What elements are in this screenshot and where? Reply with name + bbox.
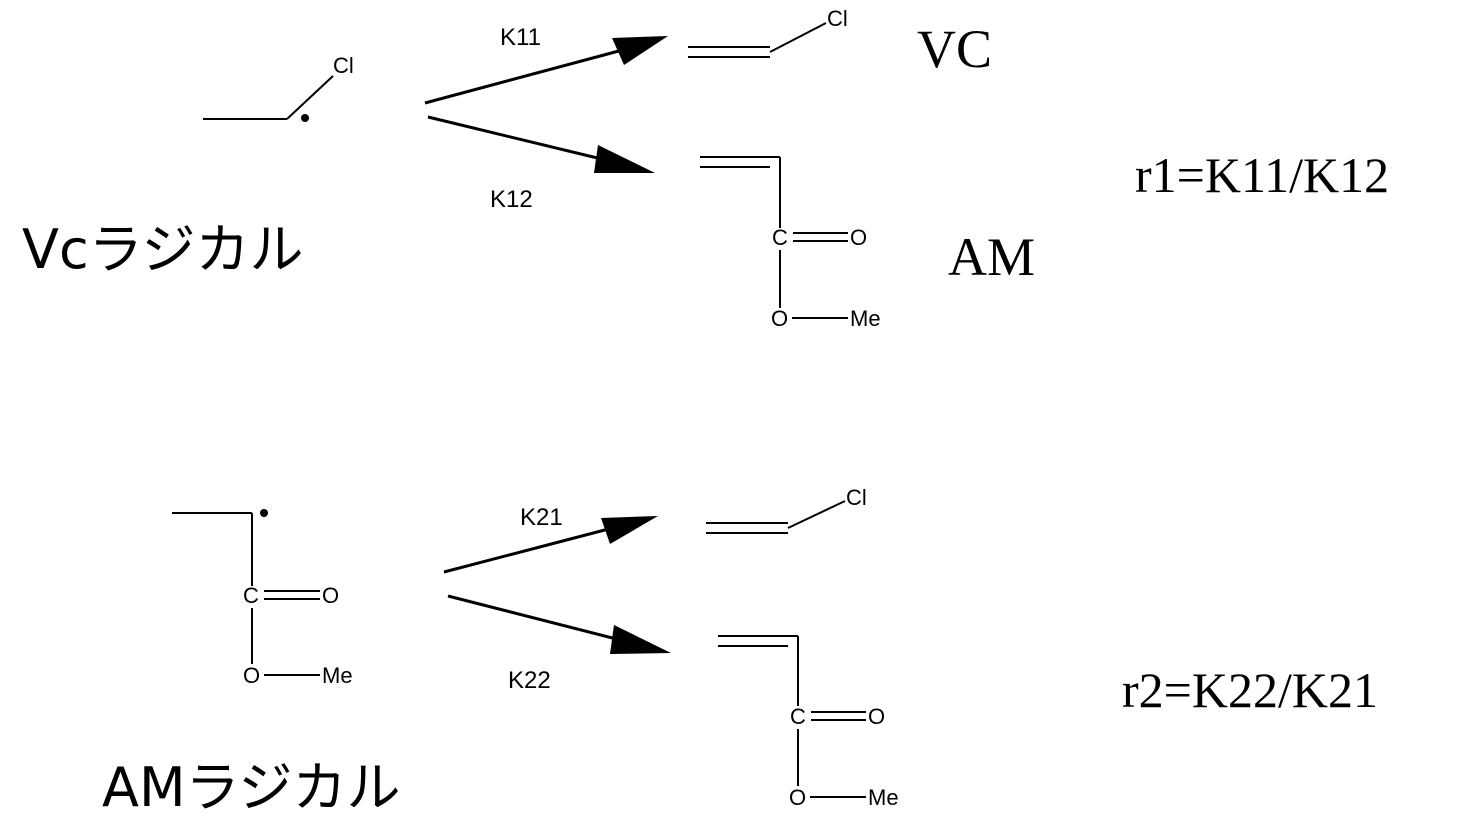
species-label-vc: VC [917, 19, 992, 79]
atom-label-o: O [322, 583, 339, 608]
atom-label-cl: Cl [333, 53, 354, 78]
arrow-k21 [443, 516, 658, 574]
bond [286, 75, 334, 120]
species-label-am: AM [948, 227, 1035, 287]
arrowhead [612, 36, 668, 65]
arrowhead [594, 145, 655, 173]
atom-label-me: Me [868, 785, 899, 810]
vc-radical-label: Vcラジカル [22, 218, 304, 281]
ratio-r2: r2=K22/K21 [1122, 662, 1378, 718]
rate-label-k21: K21 [520, 504, 563, 531]
am-radical-label: AMラジカル [102, 756, 400, 819]
radical-dot [301, 114, 309, 122]
vc-monomer-structure: Cl [706, 485, 867, 534]
vc-radical-structure: Cl [203, 53, 354, 122]
atom-label-o: O [771, 306, 788, 331]
atom-label-me: Me [850, 306, 881, 331]
atom-label-cl: Cl [846, 485, 867, 510]
arrow-k12 [427, 115, 655, 173]
atom-label-c: C [243, 583, 259, 608]
vc-monomer-structure: Cl [688, 6, 848, 58]
atom-label-o: O [868, 704, 885, 729]
am-monomer-structure: C O O Me [718, 635, 899, 810]
ratio-r1: r1=K11/K12 [1135, 147, 1389, 203]
atom-label-o: O [243, 663, 260, 688]
radical-dot [260, 509, 268, 517]
arrowhead [601, 516, 658, 544]
arrow-k11 [424, 36, 668, 105]
arrowhead [610, 625, 671, 654]
am-monomer-structure: C O O Me [700, 156, 881, 331]
atom-label-cl: Cl [827, 6, 848, 31]
atom-label-c: C [772, 225, 788, 250]
atom-label-o: O [850, 225, 867, 250]
atom-label-me: Me [322, 663, 353, 688]
atom-label-o: O [789, 785, 806, 810]
rate-label-k11: K11 [500, 24, 541, 51]
am-radical-structure: C O O Me [172, 509, 353, 688]
rate-label-k22: K22 [508, 667, 551, 694]
atom-label-c: C [790, 704, 806, 729]
arrow-k22 [447, 594, 671, 654]
rate-label-k12: K12 [490, 186, 533, 213]
